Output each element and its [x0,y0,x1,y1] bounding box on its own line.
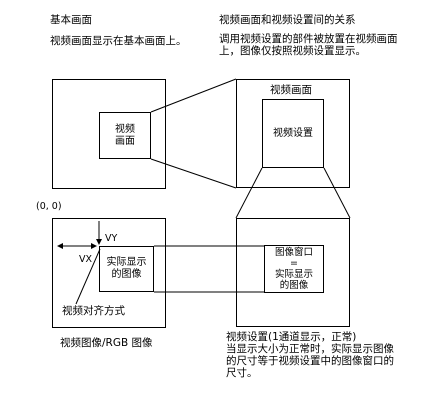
origin-label: (0, 0) [36,201,62,212]
video-setting-caption: 视频设置(1通道显示，正常) 当显示大小为正常时，实际显示图像 的尺寸等于视频设… [226,331,394,379]
vy-label: VY [105,233,118,244]
vx-label: VX [79,254,93,265]
relationship-heading: 视频画面和视频设置间的关系 [219,14,356,26]
actual-image-box: 实际显示 的图像 [99,246,154,292]
video-setting-box: 视频设置 [262,99,324,168]
basic-screen-caption: 视频画面显示在基本画面上。 [50,35,187,47]
image-window-box: 图像窗口 = 实际显示 的图像 [264,245,324,293]
basic-screen-heading: 基本画面 [50,14,92,26]
video-screen-frame-title: 视频画面 [270,84,312,96]
video-screen-box: 视频 画面 [99,112,151,159]
video-alignment-label: 视频对齐方式 [62,305,125,317]
video-image-caption: 视频图像/RGB 图像 [60,337,153,349]
relationship-caption: 调用视频设置的部件被放置在视频画面 上，图像仅按照视频设置显示。 [219,33,398,57]
